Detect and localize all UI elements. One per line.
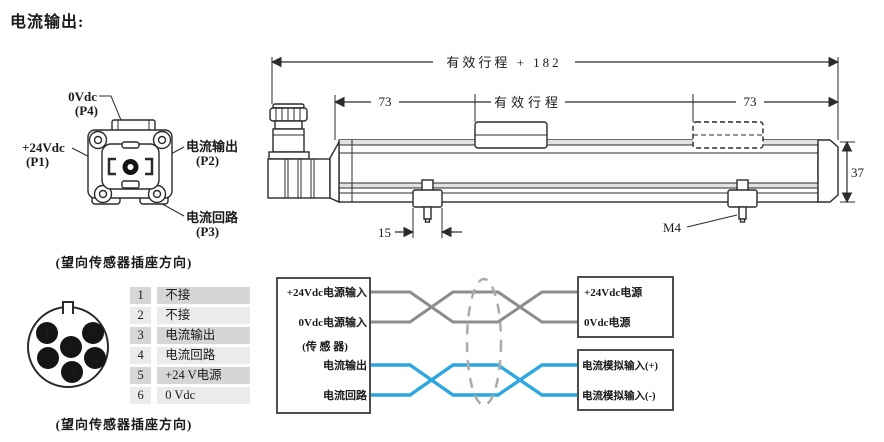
pin-function: +24 V电源: [157, 367, 250, 384]
page-title: 电流输出:: [10, 14, 85, 31]
round-connector-caption: (望向传感器插座方向): [55, 417, 193, 432]
label-0vdc: 0Vdc: [68, 89, 97, 104]
pin-number: 3: [130, 327, 152, 344]
square-connector-labels: 0Vdc (P4) +24Vdc (P1) 电流输出 (P2) 电流回路 (P3…: [22, 89, 239, 239]
sensor-box-labels: +24Vdc电源输入 0Vdc电源输入 (传 感 器) 电流输出 电流回路: [287, 285, 368, 402]
svg-text:6: 6: [68, 340, 75, 355]
pin-p1-contact: [107, 157, 116, 176]
analog-plus-label: 电流模拟输入(+): [582, 359, 658, 372]
pin-p4-slot: [121, 141, 140, 149]
table-row: 5 +24 V电源: [130, 367, 250, 384]
dim-foot-label: 15: [378, 225, 391, 240]
keying-notch: [63, 301, 73, 314]
pin-number: 6: [130, 387, 152, 404]
pin-1: [36, 322, 58, 344]
round-connector-diagram: 1 5 6 2 4 3: [27, 301, 109, 388]
wiring-diagram: +24Vdc电源输入 0Vdc电源输入 (传 感 器) 电流输出 电流回路 +2…: [276, 276, 674, 414]
dim-height: 37: [840, 140, 865, 204]
mounting-foot-left: [412, 179, 443, 223]
table-row: 3 电流输出: [130, 327, 250, 344]
power-box-labels: +24Vdc电源 0Vdc电源: [584, 285, 642, 329]
label-24vdc: +24Vdc: [22, 140, 65, 155]
pin-4: [84, 347, 106, 369]
label-current-out: 电流输出: [186, 139, 238, 154]
thread-callout: M4: [663, 214, 738, 235]
pin-number: 4: [130, 347, 152, 364]
pin-number: 5: [130, 367, 152, 384]
sensor-box: [276, 277, 371, 414]
slider-block-phantom: [692, 121, 764, 149]
svg-text:5: 5: [90, 326, 97, 341]
pin-function: 不接: [157, 307, 250, 324]
dim-left-label: 73: [379, 94, 392, 109]
svg-text:1: 1: [44, 326, 51, 341]
table-row: 4 电流回路: [130, 347, 250, 364]
slider-block: [474, 121, 548, 149]
power-twisted-pair: [370, 290, 578, 324]
label-p2: (P2): [196, 153, 219, 168]
sensor-24v-label: +24Vdc电源输入: [287, 285, 367, 299]
cone-transition: [329, 139, 340, 204]
svg-text:4: 4: [92, 351, 99, 366]
square-connector-body: [87, 119, 173, 205]
square-connector-caption: (望向传感器插座方向): [55, 255, 193, 270]
dim-total-label: 有效行程 + 182: [446, 55, 561, 70]
pin-number: 2: [130, 307, 152, 324]
pin-function: 0 Vdc: [157, 387, 250, 404]
pin-function: 电流输出: [157, 327, 250, 344]
label-p4: (P4): [75, 103, 98, 118]
svg-text:2: 2: [45, 351, 52, 366]
label-p3: (P3): [196, 224, 219, 239]
dim-stroke-line: 73 有效行程 73: [333, 93, 840, 110]
analog-minus-label: 电流模拟输入(-): [582, 389, 656, 402]
pin-5: [82, 322, 104, 344]
power-24v-label: +24Vdc电源: [584, 285, 642, 299]
pin-2: [37, 347, 59, 369]
sensor-0v-label: 0Vdc电源输入: [299, 315, 367, 329]
pin-p2-contact: [145, 157, 154, 176]
dim-right-label: 73: [744, 94, 757, 109]
mounting-foot-right: [727, 179, 758, 223]
plug-assembly: [267, 103, 340, 204]
pin-number: 1: [130, 287, 152, 304]
screw-holes: [88, 130, 172, 204]
pin-p3-slot: [121, 180, 140, 189]
shield-ellipse: [465, 277, 503, 407]
power-box: [577, 276, 674, 338]
thread-label: M4: [663, 220, 682, 235]
table-row: 1 不接: [130, 287, 250, 304]
sensor-iout-label: 电流输出: [323, 358, 367, 372]
signal-box: [577, 349, 674, 411]
dim-foot: 15: [378, 208, 462, 240]
label-current-return: 电流回路: [186, 210, 239, 225]
signal-twisted-pair: [370, 363, 578, 397]
pin-function: 不接: [157, 287, 250, 304]
pin-3: [61, 361, 83, 383]
dim-total-length: 有效行程 + 182: [270, 53, 840, 70]
pin-function: 电流回路: [157, 347, 250, 364]
svg-text:3: 3: [69, 365, 76, 380]
dim-stroke-label: 有效行程: [494, 95, 562, 110]
dim-height-label: 37: [851, 165, 865, 180]
table-row: 2 不接: [130, 307, 250, 324]
pin-table: 1 不接 2 不接 3 电流输出 4 电流回路 5 +24 V电源 6 0 Vd…: [130, 287, 250, 407]
square-connector-diagram: 0Vdc (P4) +24Vdc (P1) 电流输出 (P2) 电流回路 (P3…: [22, 89, 239, 239]
sensor-mechanical-drawing: 有效行程 + 182 73 有效行程 73: [267, 53, 865, 240]
table-row: 6 0 Vdc: [130, 387, 250, 404]
sensor-name-label: (传 感 器): [302, 339, 348, 353]
power-0v-label: 0Vdc电源: [584, 315, 630, 329]
sensor-iret-label: 电流回路: [323, 388, 368, 402]
signal-box-labels: 电流模拟输入(+) 电流模拟输入(-): [582, 359, 658, 402]
connector-pins: 1 5 6 2 4 3: [36, 322, 106, 383]
end-cap: [817, 139, 839, 203]
pin-6: [60, 336, 82, 358]
label-p1: (P1): [26, 154, 49, 169]
